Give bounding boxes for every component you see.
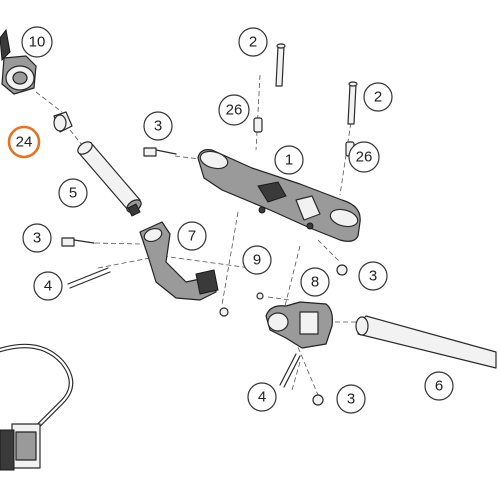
- callout-5: 5: [58, 178, 88, 208]
- callout-7: 7: [177, 221, 207, 251]
- callout-3-right: 3: [358, 261, 388, 291]
- callout-3-left: 3: [22, 223, 52, 253]
- right-clamp-part: [265, 301, 333, 349]
- callout-26-top: 26: [218, 94, 250, 126]
- svg-text:3: 3: [33, 230, 41, 247]
- callout-8: 8: [300, 267, 330, 297]
- callout-4-left: 4: [33, 271, 63, 301]
- svg-text:6: 6: [435, 378, 443, 395]
- svg-text:2: 2: [249, 34, 257, 51]
- callout-2-top: 2: [238, 27, 268, 57]
- short-bolts-part: [61, 147, 348, 406]
- callout-4-bottom: 4: [247, 382, 277, 412]
- spacer-sleeves-part: [253, 117, 355, 157]
- svg-text:7: 7: [188, 228, 196, 245]
- callout-9: 9: [242, 245, 272, 275]
- svg-text:3: 3: [369, 268, 377, 285]
- svg-text:24: 24: [16, 134, 33, 151]
- small-bolt-part: [256, 292, 264, 300]
- svg-text:4: 4: [44, 278, 52, 295]
- bar-weight-tube-part: [77, 141, 142, 217]
- callout-24-highlighted: 24: [7, 125, 41, 159]
- svg-text:26: 26: [356, 149, 373, 166]
- svg-text:4: 4: [258, 389, 266, 406]
- handlebar-part: [355, 315, 497, 369]
- screws-part: [67, 267, 301, 388]
- grip-end-part: [0, 28, 37, 95]
- callout-3-upper: 3: [143, 111, 173, 141]
- svg-text:2: 2: [374, 89, 382, 106]
- bar-end-sleeve-part: [53, 111, 73, 133]
- svg-text:10: 10: [29, 34, 46, 51]
- upper-triple-clamp-part: [197, 149, 361, 242]
- svg-text:8: 8: [311, 274, 319, 291]
- svg-text:3: 3: [347, 391, 355, 408]
- svg-text:26: 26: [226, 102, 243, 119]
- left-mount-bracket-part: [139, 221, 219, 301]
- callout-1: 1: [274, 145, 304, 175]
- svg-text:9: 9: [253, 252, 261, 269]
- callout-6: 6: [424, 371, 454, 401]
- svg-text:1: 1: [285, 152, 293, 169]
- callout-26-right: 26: [348, 141, 380, 173]
- callout-2-right: 2: [363, 82, 393, 112]
- wiring-harness-part: [0, 343, 74, 471]
- callout-10: 10: [21, 26, 53, 58]
- svg-text:3: 3: [154, 118, 162, 135]
- long-bolts-part: [275, 43, 358, 125]
- callout-3-bottom: 3: [336, 384, 366, 414]
- svg-text:5: 5: [69, 185, 77, 202]
